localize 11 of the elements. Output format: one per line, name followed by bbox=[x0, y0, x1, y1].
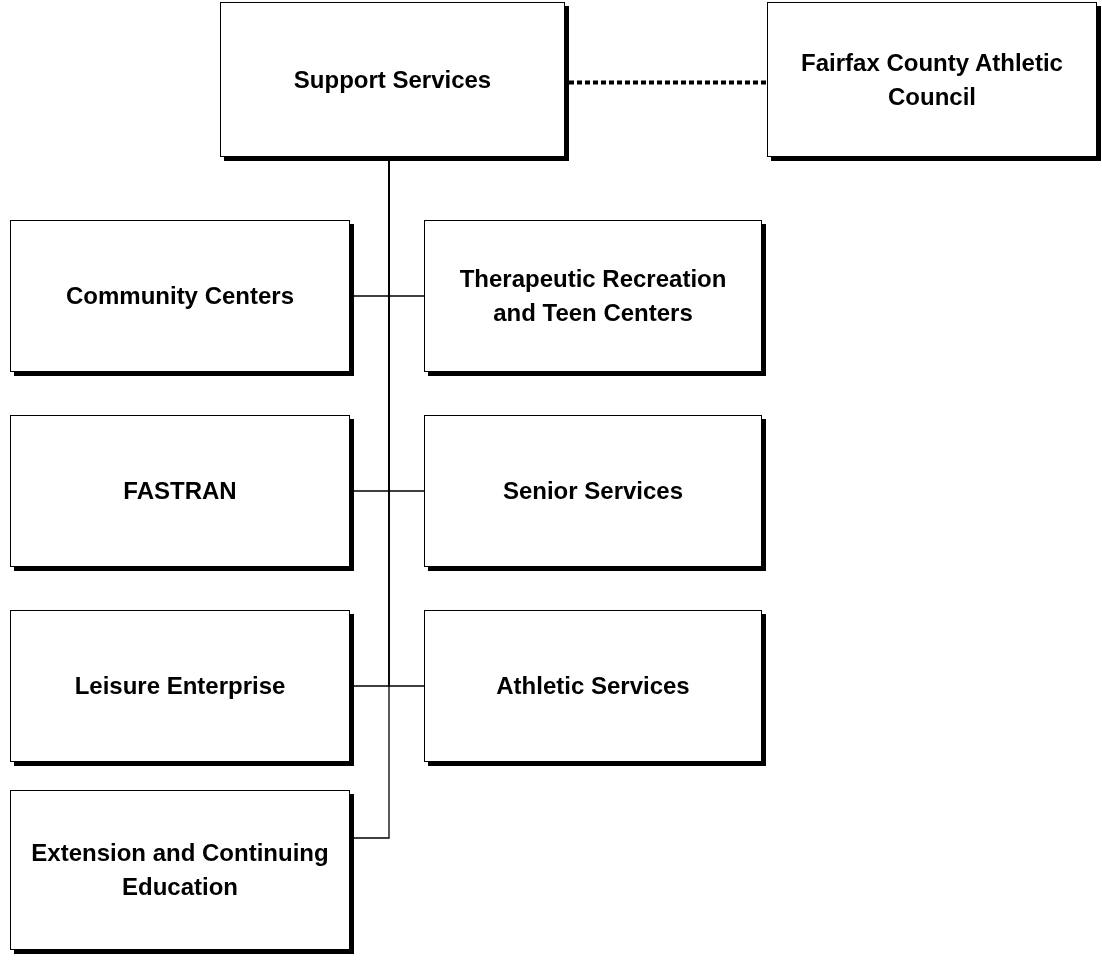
box-label: Support Services bbox=[293, 64, 492, 95]
box-label: Athletic Services bbox=[496, 671, 690, 702]
box-label: Extension and Continuing Education bbox=[30, 838, 330, 902]
box-label: Therapeutic Recreation and Teen Centers bbox=[458, 264, 728, 328]
box-label: Leisure Enterprise bbox=[74, 671, 286, 702]
box-label: Community Centers bbox=[65, 281, 294, 312]
dotted-connector bbox=[569, 80, 767, 85]
box-label: Fairfax County Athletic Council bbox=[800, 47, 1064, 112]
box-label: Senior Services bbox=[502, 476, 684, 507]
box-label: FASTRAN bbox=[123, 476, 237, 507]
connector-line bbox=[353, 160, 390, 839]
